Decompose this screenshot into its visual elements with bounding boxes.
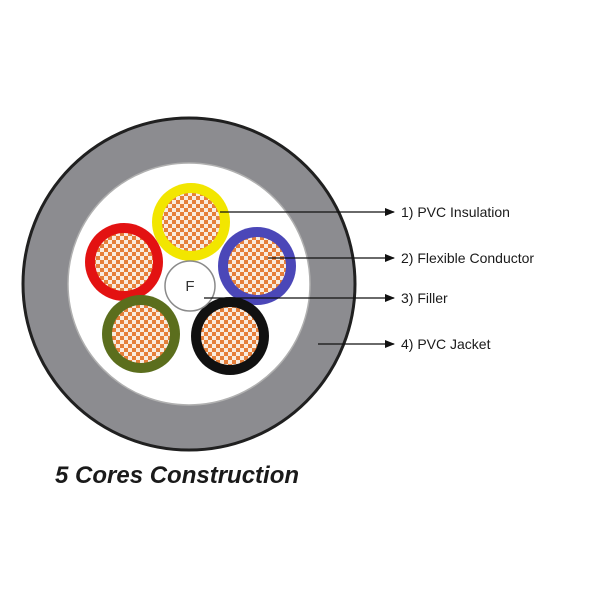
label-pvc-jacket: 4) PVC Jacket (401, 336, 491, 352)
filler-symbol: F (185, 278, 194, 295)
leader-lines (204, 208, 395, 348)
diagram-title: 5 Cores Construction (55, 462, 300, 489)
filler-circle (164, 260, 216, 312)
core-blue (218, 227, 296, 305)
core-conductor (112, 305, 170, 363)
label-pvc-insulation: 1) PVC Insulation (401, 204, 510, 220)
core-yellow (152, 183, 230, 261)
label-flexible-conductor: 2) Flexible Conductor (401, 250, 534, 266)
core-black (191, 297, 269, 375)
core-conductor (95, 233, 153, 291)
labels: 1) PVC Insulation 2) Flexible Conductor … (401, 204, 534, 352)
core-conductor (162, 193, 220, 251)
core-conductor (228, 237, 286, 295)
filler: F (164, 260, 216, 312)
core-conductor (201, 307, 259, 365)
label-filler: 3) Filler (401, 290, 448, 306)
core-red (85, 223, 163, 301)
core-green (102, 295, 180, 373)
